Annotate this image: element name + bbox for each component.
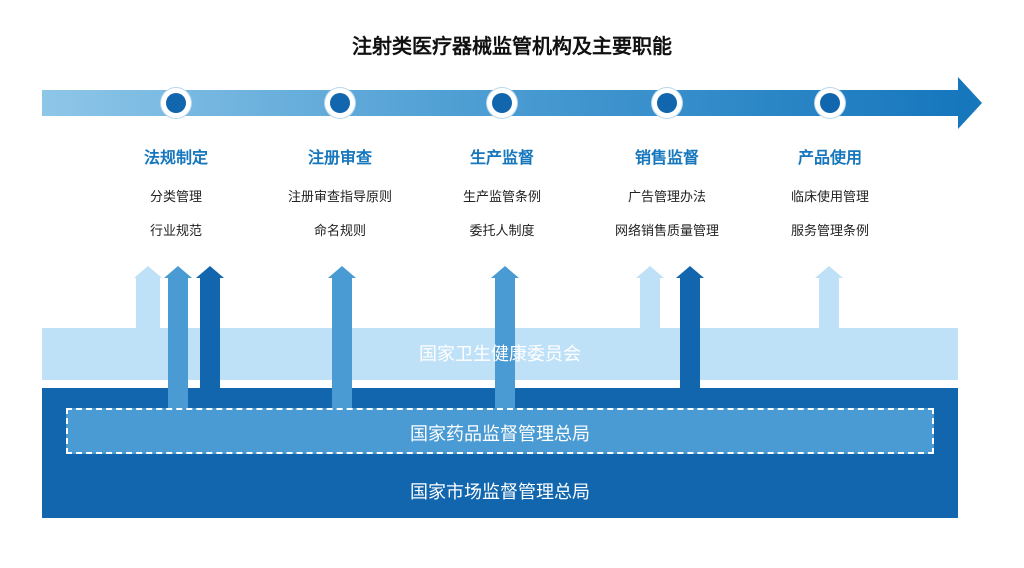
stage-item: 分类管理: [149, 190, 202, 205]
stage-column-1: 法规制定 分类管理 行业规范: [91, 146, 261, 242]
nhc-arrow-2: [636, 266, 664, 328]
stage-title: 销售监督: [634, 148, 699, 167]
stage-item: 注册审查指导原则: [287, 190, 392, 205]
stage-item: 广告管理办法: [627, 190, 706, 205]
stage-column-5: 产品使用 临床使用管理 服务管理条例: [745, 146, 915, 242]
stage-title: 法规制定: [143, 148, 208, 167]
nmpa-dashed-box: [66, 408, 934, 454]
stage-item: 命名规则: [313, 224, 366, 239]
stage-item: 委托人制度: [469, 224, 535, 239]
stage-item: 临床使用管理: [790, 190, 869, 205]
page-title: 注射类医疗器械监管机构及主要职能: [352, 34, 672, 58]
samr-label: 国家市场监督管理总局: [410, 482, 590, 503]
stage-item: 服务管理条例: [790, 224, 869, 239]
nmpa-arrow-3: [491, 266, 519, 408]
timeline-node-1: [161, 88, 191, 118]
stage-item: 行业规范: [149, 224, 202, 239]
stage-column-2: 注册审查 注册审查指导原则 命名规则: [255, 146, 425, 242]
nmpa-label: 国家药品监督管理总局: [410, 424, 590, 445]
stage-column-3: 生产监督 生产监管条例 委托人制度: [417, 146, 587, 242]
samr-arrow-2: [676, 266, 704, 388]
timeline-arrowhead: [958, 77, 982, 129]
nhc-arrow-1: [134, 266, 162, 328]
timeline-node-4: [652, 88, 682, 118]
nmpa-arrow-2: [328, 266, 356, 408]
stage-title: 注册审查: [307, 148, 372, 167]
timeline-node-5: [815, 88, 845, 118]
stage-title: 产品使用: [797, 148, 862, 167]
nmpa-arrow-1: [164, 266, 192, 408]
nhc-label: 国家卫生健康委员会: [419, 344, 581, 365]
samr-arrow-1: [196, 266, 224, 388]
stage-title: 生产监督: [469, 148, 534, 167]
nhc-arrow-3: [815, 266, 843, 328]
stage-item: 生产监管条例: [462, 190, 541, 205]
timeline-node-2: [325, 88, 355, 118]
stage-column-4: 销售监督 广告管理办法 网络销售质量管理: [582, 146, 752, 242]
timeline-node-3: [487, 88, 517, 118]
stage-item: 网络销售质量管理: [614, 224, 719, 239]
